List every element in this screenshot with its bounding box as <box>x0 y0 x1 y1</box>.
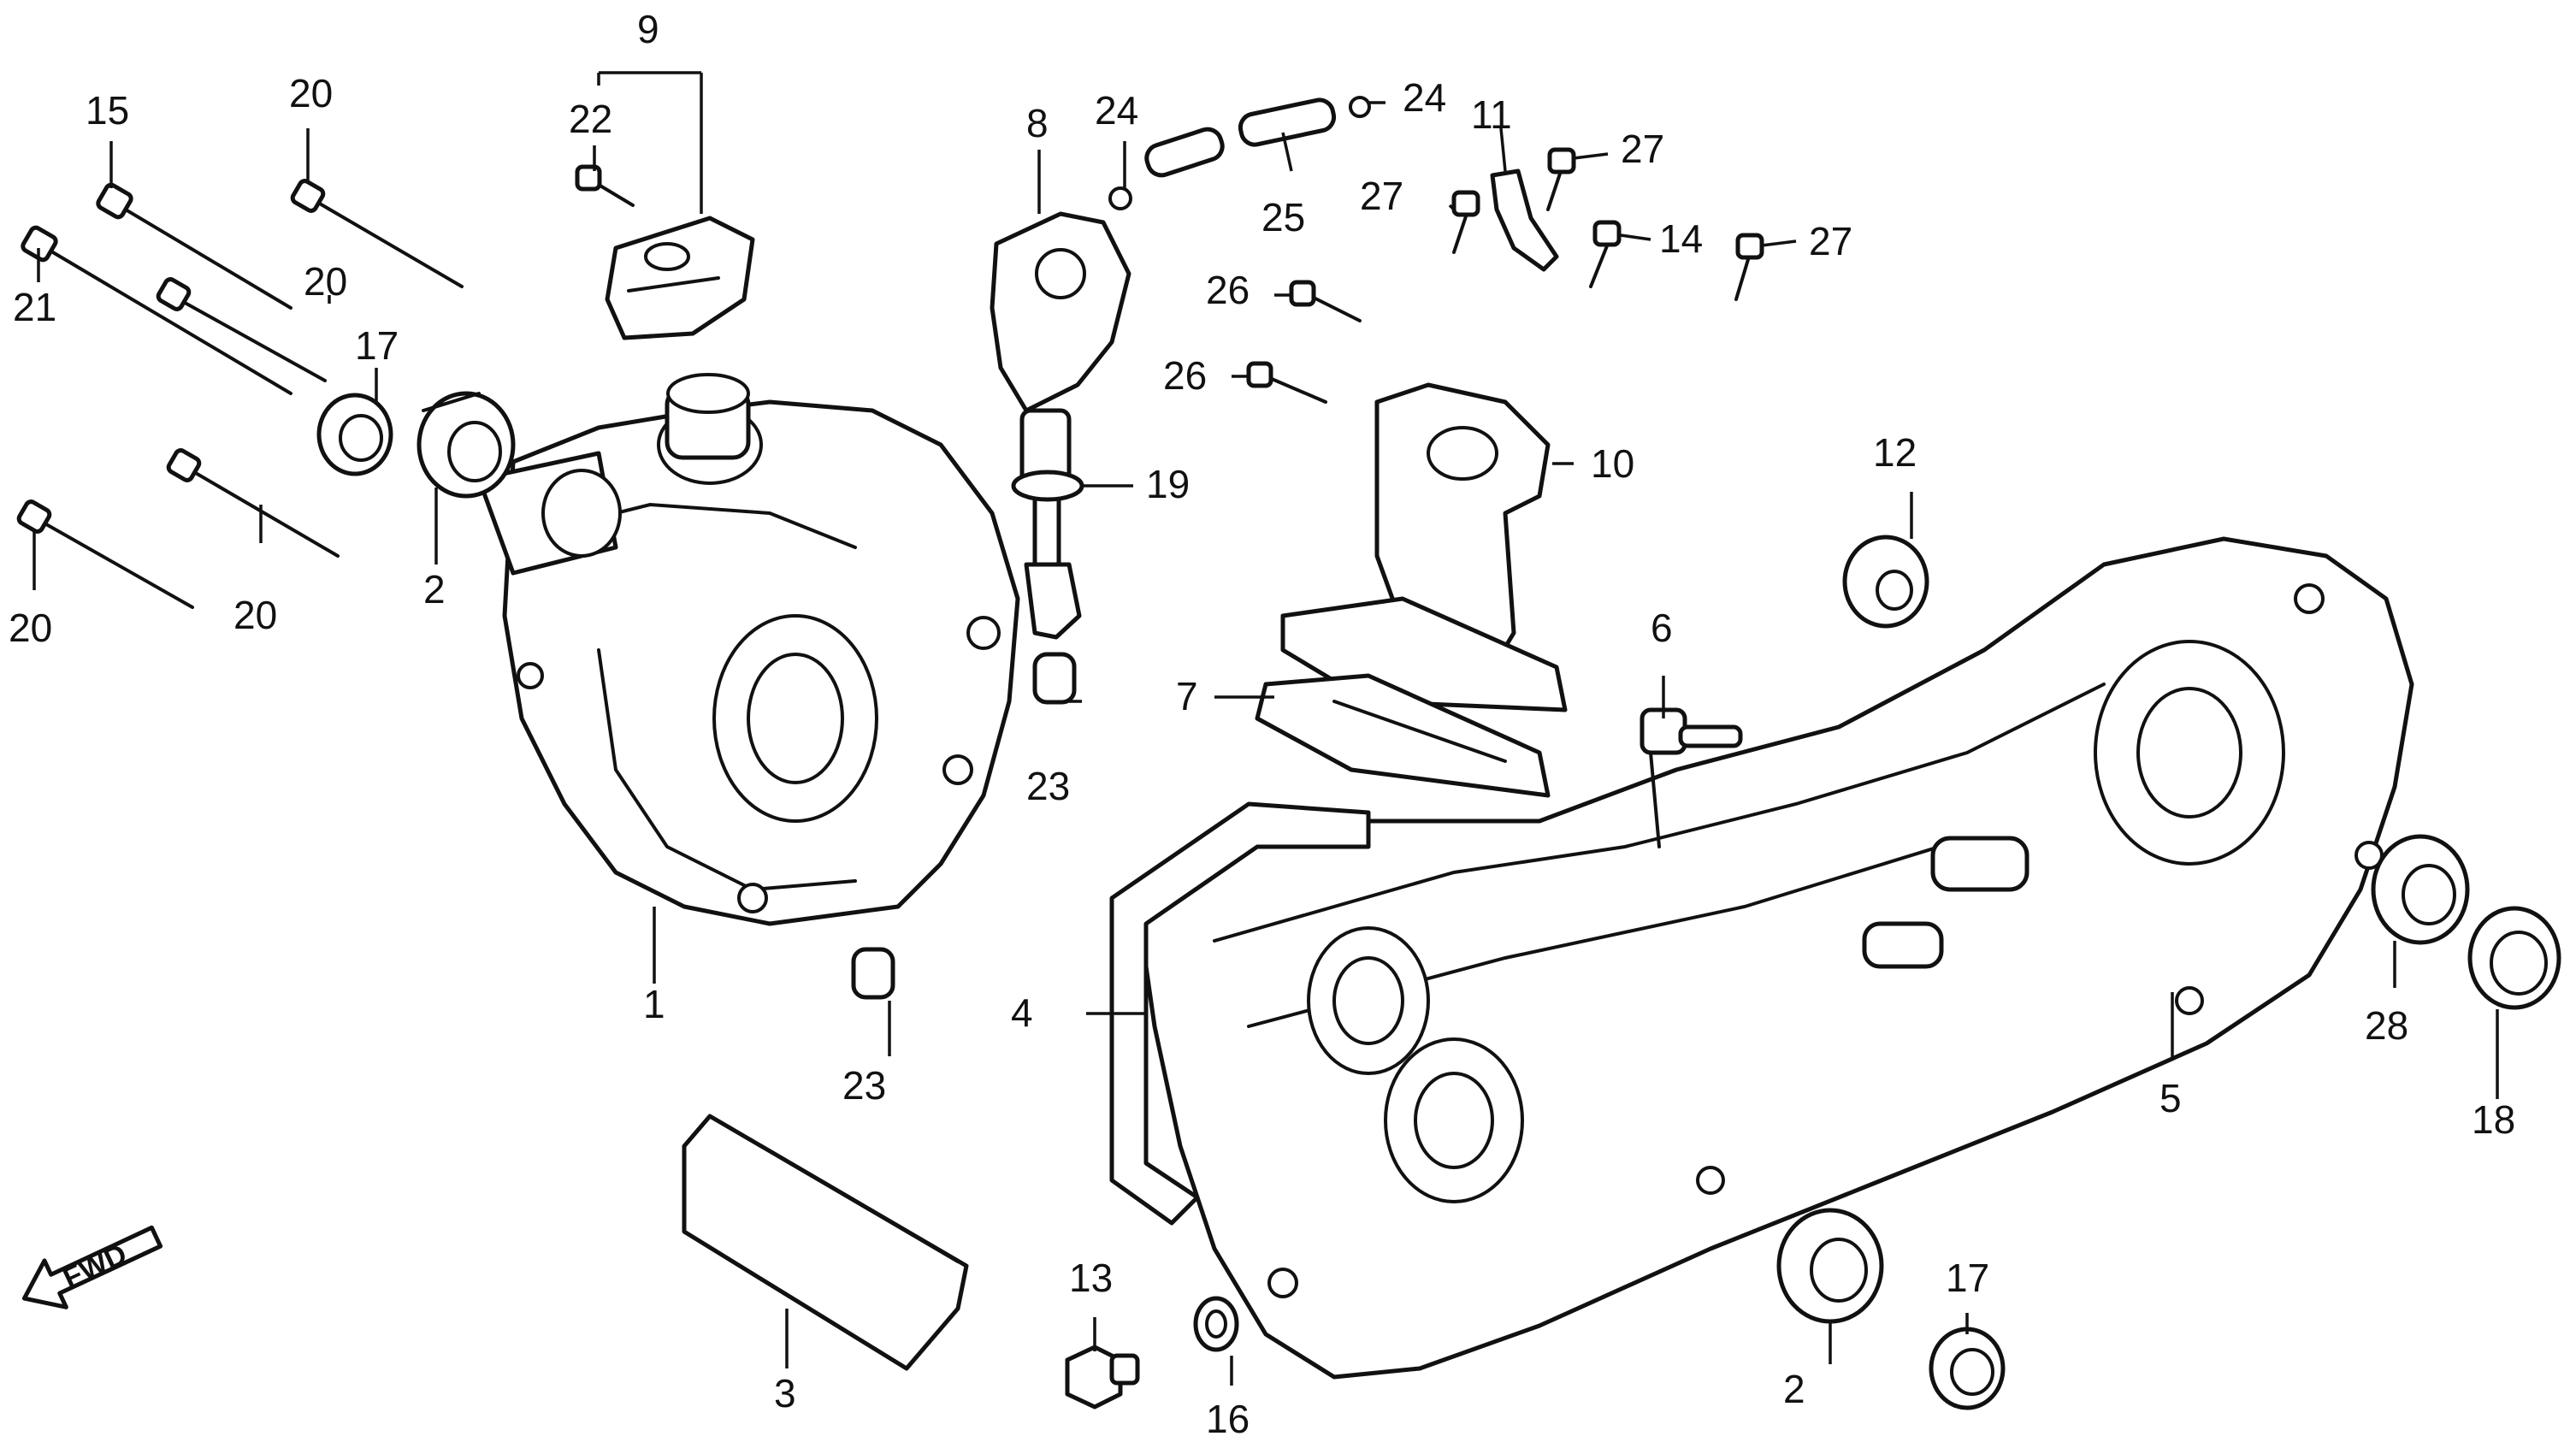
callout-5: 5 <box>2159 1076 2182 1120</box>
callout-2-right: 2 <box>1783 1367 1805 1411</box>
callout-27-right: 27 <box>1809 219 1852 263</box>
left-crankcase-half <box>476 373 1020 926</box>
bearing-lower-right <box>1776 1208 1884 1324</box>
callout-2-left: 2 <box>423 567 446 612</box>
callout-14: 14 <box>1659 216 1703 261</box>
oil-pump <box>990 211 1131 640</box>
callout-25: 25 <box>1261 195 1305 239</box>
callout-23-lower: 23 <box>842 1063 886 1108</box>
callout-9: 9 <box>637 7 659 51</box>
oil-seal-left-upper <box>316 393 393 476</box>
callout-13: 13 <box>1069 1256 1113 1300</box>
pump-clamp <box>605 216 755 340</box>
callout-26-upper: 26 <box>1206 268 1250 312</box>
bearing-28 <box>2371 834 2470 945</box>
reed-valve-body <box>1374 382 1551 678</box>
bush-12 <box>1842 535 1929 629</box>
callout-20-mid: 20 <box>304 259 347 304</box>
sealing-washer <box>1193 1296 1239 1352</box>
callout-24-left: 24 <box>1095 88 1138 133</box>
callout-24-right: 24 <box>1403 75 1446 120</box>
fwd-arrow-icon: FWD <box>21 1225 163 1309</box>
fwd-label: FWD <box>58 1238 132 1295</box>
bracket-plate <box>1490 168 1559 272</box>
callout-11: 11 <box>1471 92 1512 137</box>
callout-18: 18 <box>2472 1097 2515 1142</box>
right-crankcase-half <box>1135 536 2414 1380</box>
callout-20-far-left: 20 <box>9 606 52 650</box>
callout-27-upper: 27 <box>1621 127 1664 171</box>
reed-gasket <box>1255 596 1568 798</box>
oil-hoses <box>1108 96 1371 210</box>
dowel-pin-lower <box>851 947 895 1000</box>
callout-labels: 1 2 2 3 4 5 6 7 8 9 10 11 12 13 14 15 16… <box>9 7 2515 1441</box>
breather-guide <box>682 1114 969 1371</box>
drain-bolt <box>1065 1345 1140 1410</box>
callout-17-upper: 17 <box>355 323 399 368</box>
callout-16: 16 <box>1206 1397 1250 1441</box>
callout-19: 19 <box>1146 462 1190 506</box>
crankcase-gasket <box>1109 801 1371 1226</box>
oil-seal-lower-right <box>1929 1327 2006 1410</box>
callout-8: 8 <box>1026 101 1049 145</box>
callout-23-upper: 23 <box>1026 764 1070 808</box>
callout-1: 1 <box>643 982 665 1026</box>
callout-7: 7 <box>1176 674 1198 718</box>
callout-4: 4 <box>1011 990 1033 1035</box>
callout-27-left: 27 <box>1360 174 1403 218</box>
callout-15: 15 <box>86 88 129 133</box>
dowel-pin-upper <box>1032 652 1077 705</box>
callout-21: 21 <box>13 285 56 329</box>
oil-seal-18 <box>2467 906 2561 1010</box>
callout-22: 22 <box>569 97 612 141</box>
callout-3: 3 <box>774 1371 796 1416</box>
callout-12: 12 <box>1873 430 1917 475</box>
callout-17-lower: 17 <box>1946 1256 1989 1300</box>
callout-26-lower: 26 <box>1163 353 1207 398</box>
o-ring <box>1011 470 1084 502</box>
callout-28: 28 <box>2365 1003 2408 1048</box>
callout-6: 6 <box>1651 606 1673 650</box>
callout-10: 10 <box>1591 441 1634 486</box>
callout-20-lower: 20 <box>233 593 277 637</box>
callout-20-top: 20 <box>289 71 333 115</box>
leader-lines <box>32 71 2499 1386</box>
bolts <box>16 147 1764 609</box>
bearing-left-upper <box>417 391 516 499</box>
